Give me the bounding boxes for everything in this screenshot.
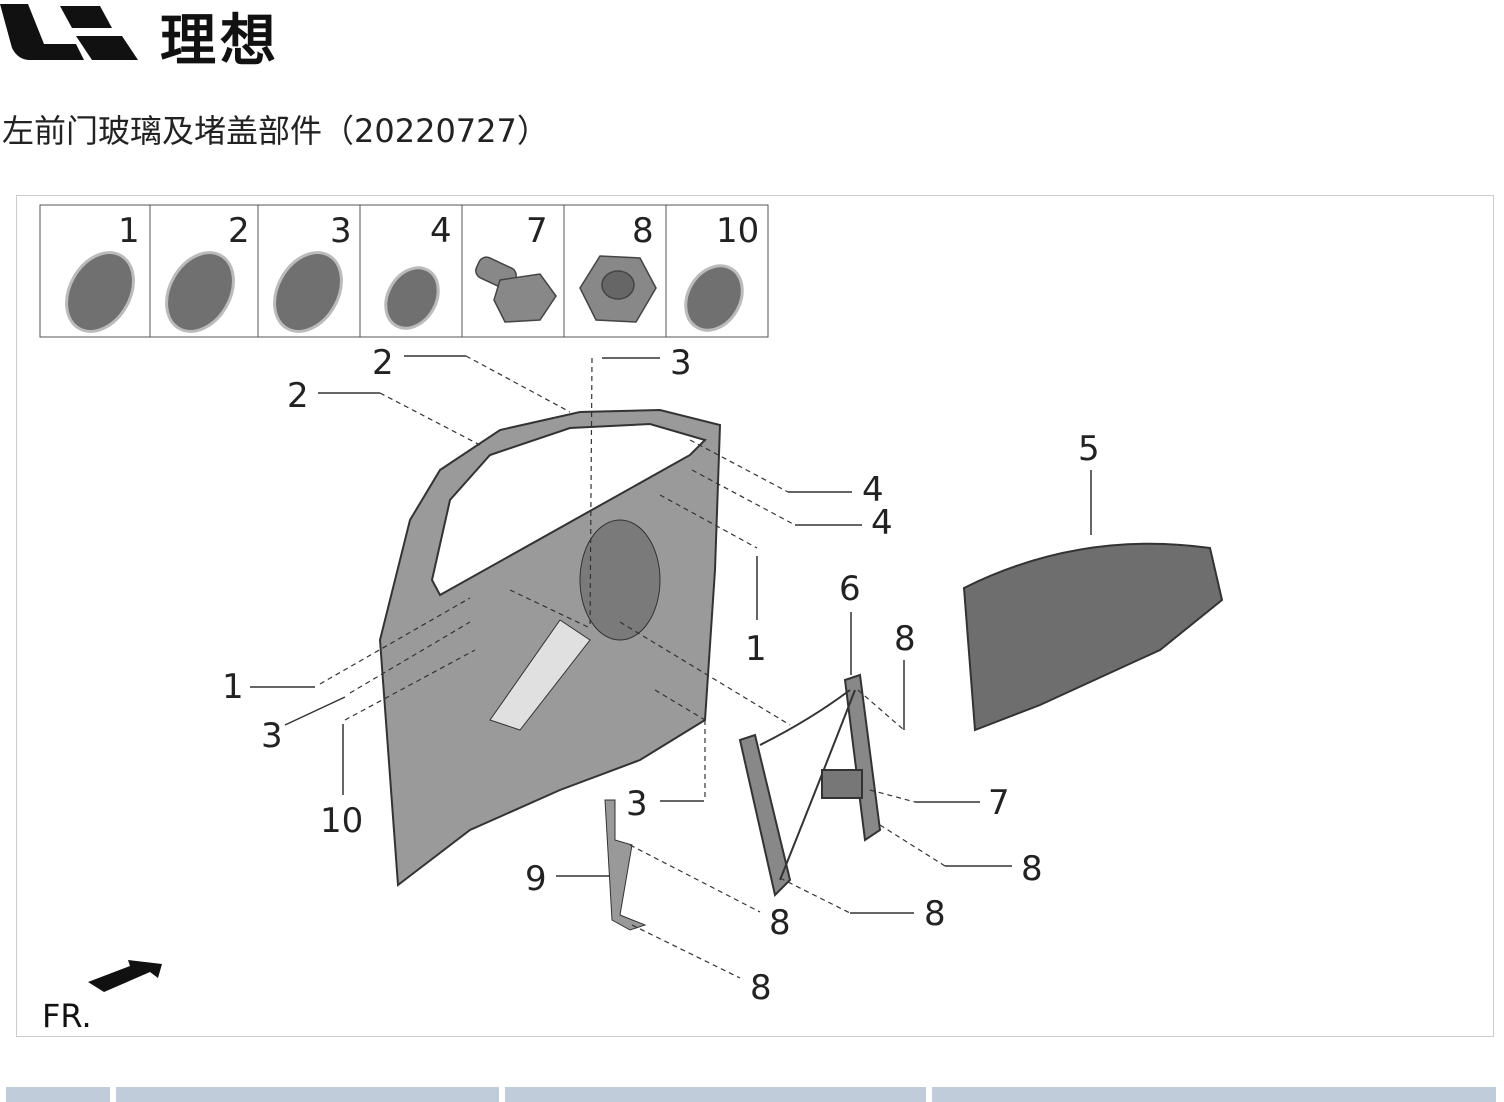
callout-8: 8	[750, 968, 772, 1008]
callout-7: 7	[988, 783, 1010, 823]
callout-6: 6	[839, 569, 861, 609]
thumbnail-label: 7	[526, 211, 548, 251]
diagram-frame	[16, 195, 1494, 1037]
callout-8: 8	[1021, 849, 1043, 889]
thumbnail-label: 2	[228, 211, 250, 251]
thumbnail-label: 3	[330, 211, 352, 251]
front-direction-arrow-icon	[88, 960, 162, 992]
callout-3: 3	[626, 784, 648, 824]
callout-1: 1	[745, 629, 767, 669]
callout-10: 10	[320, 801, 363, 841]
table-header-cell	[505, 1087, 926, 1102]
table-header-cell	[932, 1087, 1496, 1102]
front-orientation-label: FR.	[42, 997, 92, 1035]
callout-3: 3	[670, 343, 692, 383]
callout-4: 4	[871, 503, 893, 543]
thumbnail-label: 4	[430, 211, 452, 251]
callout-8: 8	[894, 619, 916, 659]
plug-2-thumbnail	[165, 251, 235, 333]
callout-8: 8	[769, 903, 791, 943]
brand-logo: 理想	[0, 0, 320, 74]
page-title: 左前门玻璃及堵盖部件（20220727）	[2, 112, 549, 150]
brand-name: 理想	[160, 9, 280, 74]
callout-4: 4	[862, 470, 884, 510]
callout-8: 8	[924, 894, 946, 934]
callout-2: 2	[372, 343, 394, 383]
parts-thumbnail-strip	[39, 204, 769, 338]
plug-1-thumbnail	[65, 251, 135, 333]
plug-4-thumbnail	[384, 266, 440, 330]
window-regulator-6	[738, 673, 882, 897]
plug-10-thumbnail	[684, 264, 744, 332]
door-frame-drawing	[378, 408, 722, 887]
callout-5: 5	[1078, 429, 1100, 469]
callout-1: 1	[222, 667, 244, 707]
door-glass-5	[962, 542, 1224, 732]
bolt-7-thumbnail	[475, 256, 557, 323]
thumbnail-label: 1	[118, 211, 140, 251]
thumbnail-label: 10	[716, 211, 759, 251]
thumbnail-label: 8	[632, 211, 654, 251]
callout-2: 2	[287, 376, 309, 416]
nut-8-thumbnail	[579, 255, 657, 323]
guide-rail-9	[604, 799, 647, 931]
leader-lines	[250, 355, 1092, 914]
callout-3: 3	[261, 716, 283, 756]
table-header-cell	[116, 1087, 499, 1102]
li-auto-logo-icon	[0, 4, 138, 60]
leader-line	[284, 696, 346, 726]
callout-9: 9	[525, 859, 547, 899]
plug-3-thumbnail	[273, 251, 343, 333]
table-header-cell	[6, 1087, 110, 1102]
dashed-leader-lines	[319, 355, 946, 979]
